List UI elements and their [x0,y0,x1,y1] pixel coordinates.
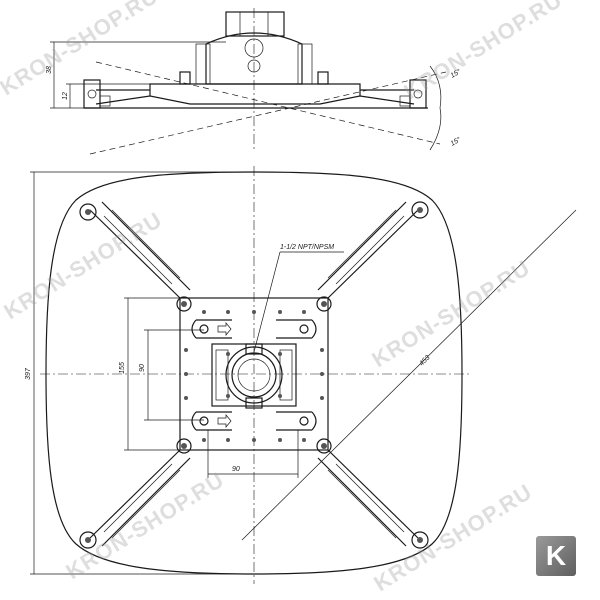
thread-label: 1-1/2 NPT/NPSM [280,244,334,251]
plan-view: 1-1/2 NPT/NPSM 397 155 90 90 453 [25,166,577,584]
arm-top-right [317,201,429,299]
side-view: 38 12 15° 15° [46,8,462,155]
logo-badge: K [536,536,576,576]
watermark-text: KRON-SHOP.RU [0,207,167,324]
arm-bottom-right [317,449,429,549]
arm-top-left [79,201,191,299]
center-plate [179,297,329,451]
dim-side-height-base: 12 [62,92,69,100]
watermark-text: KRON-SHOP.RU [399,0,566,104]
dim-hole-vertical-outer: 155 [119,362,126,374]
dim-hole-vertical-inner: 90 [139,364,146,372]
dim-side-height-total: 38 [46,66,53,74]
mounting-holes [184,310,324,442]
watermark-text: KRON-SHOP.RU [367,255,534,372]
dim-overall-width: 397 [25,367,32,380]
arm-bottom-left [79,449,191,549]
dim-diagonal: 453 [418,354,431,367]
watermark-text: KRON-SHOP.RU [0,0,163,100]
dim-tilt-down: 15° [449,135,462,147]
watermark-text: KRON-SHOP.RU [369,479,536,596]
logo-letter: K [545,540,567,571]
dim-hole-horizontal: 90 [232,466,240,473]
